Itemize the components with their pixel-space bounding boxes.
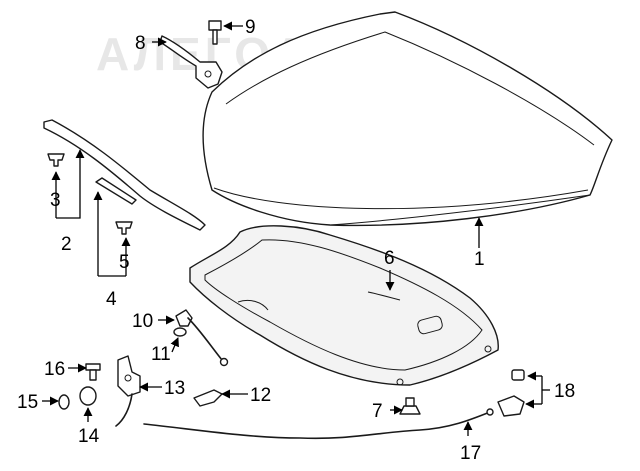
callout-16: 16 [44,359,65,380]
callout-18: 18 [554,381,575,402]
callout-8: 8 [135,33,146,54]
hood-insulator-pad [189,225,499,386]
grommet-14 [79,386,97,406]
bolt-9 [208,20,222,45]
hood-hinge [159,35,223,89]
front-seal [95,177,137,205]
callout-14: 14 [78,426,100,447]
callout-3: 3 [50,190,61,211]
hood-panel [202,11,613,227]
release-cable [143,408,494,440]
stopper-11 [173,327,187,337]
callout-labels: 1 2 3 4 5 6 7 8 9 10 11 12 13 14 15 16 1… [17,17,575,464]
callout-17: 17 [460,443,481,464]
callout-9: 9 [245,17,256,38]
callout-10: 10 [132,311,153,332]
callout-13: 13 [164,378,185,399]
callout-5: 5 [119,252,130,273]
hood-stay-clip [511,369,525,381]
leader-lines [42,21,550,436]
callout-2: 2 [61,234,72,255]
clip-3 [47,153,65,167]
bolt-16 [85,363,101,381]
callout-1: 1 [474,249,485,270]
callout-15: 15 [17,392,38,413]
callout-4: 4 [106,289,117,310]
hood-stay-holder [497,395,525,417]
callout-12: 12 [250,385,271,406]
hood-cushion [399,397,421,415]
clip-5 [115,221,133,235]
cap-15 [58,394,70,410]
hood-seal-strip [43,119,206,231]
release-handle [175,309,229,367]
hood-support [193,389,223,407]
hood-lock [115,355,141,427]
callout-6: 6 [384,248,395,269]
callout-7: 7 [372,401,383,422]
callout-11: 11 [151,344,171,365]
